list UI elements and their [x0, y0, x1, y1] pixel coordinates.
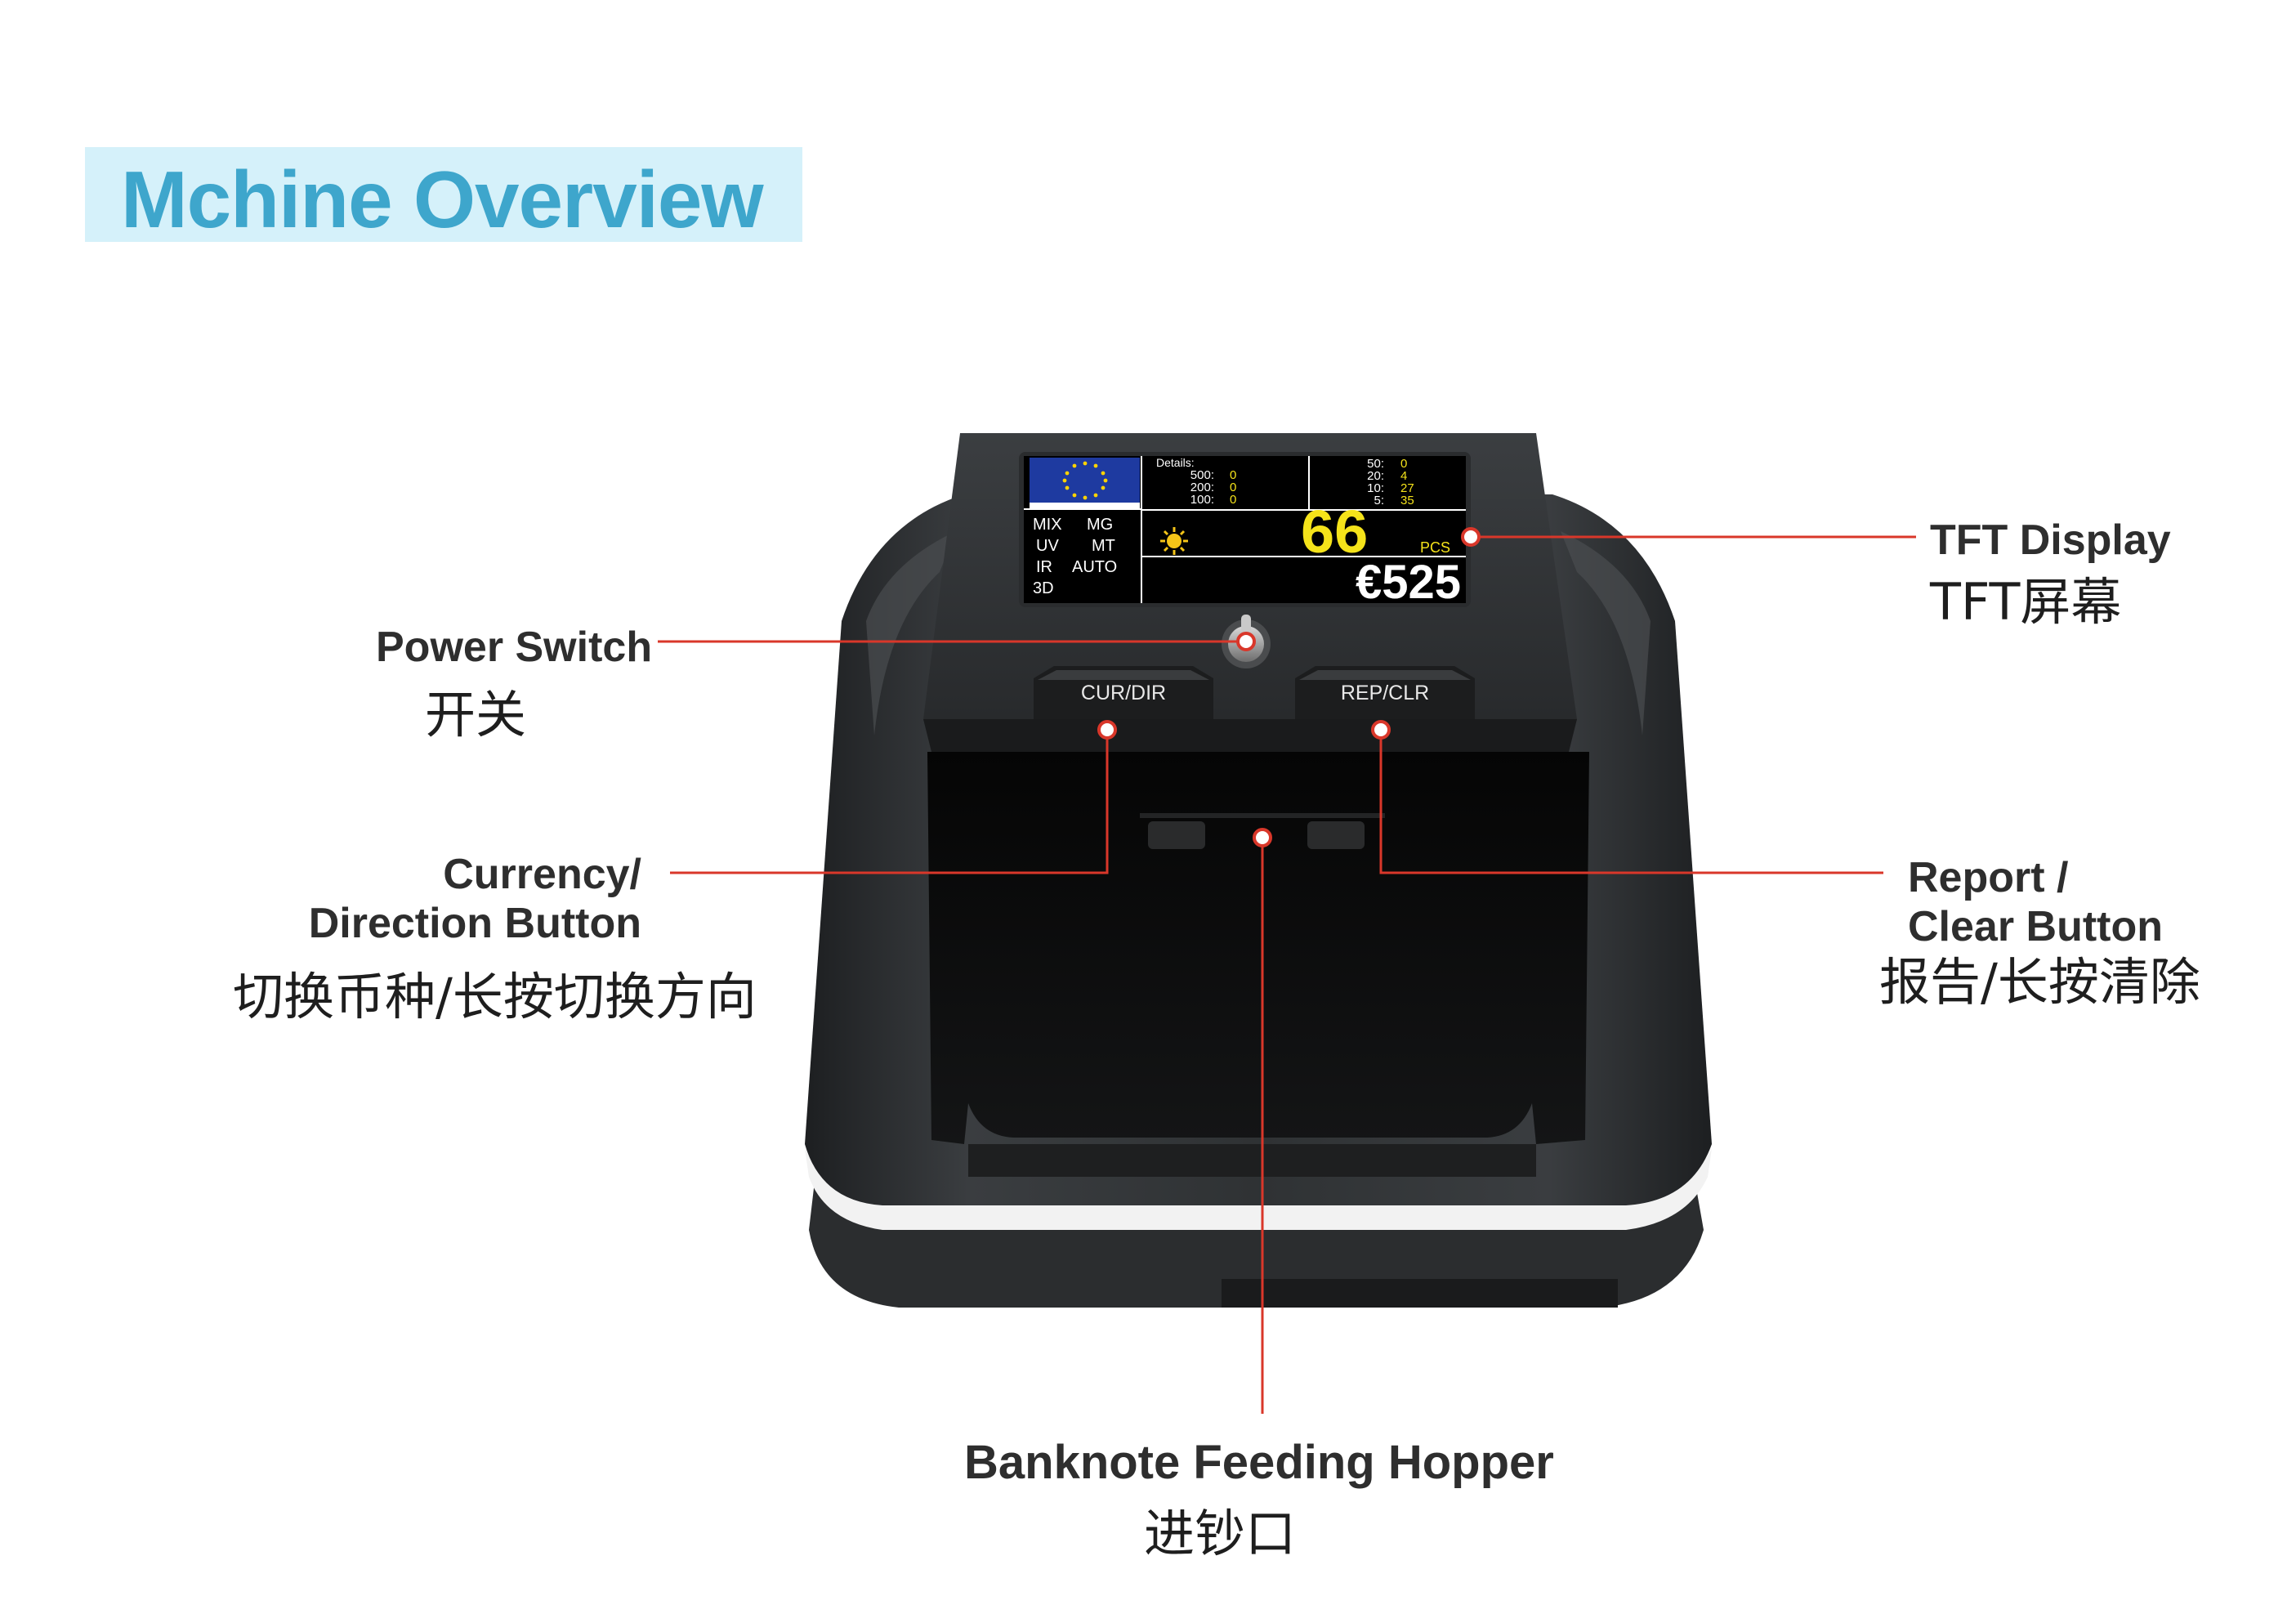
rep-clr-button-shape — [1295, 666, 1475, 719]
denom-value: 0 — [1230, 493, 1236, 507]
hopper-cavity — [927, 752, 1589, 1144]
power-switch-label: Power Switch — [376, 624, 653, 671]
currency-label-zh: 切换币种/长按切换方向 — [233, 967, 757, 1026]
denom-label: 20: — [1367, 469, 1384, 483]
report-label-line2: Clear Button — [1908, 903, 2163, 950]
total-amount: €525 — [1356, 556, 1461, 609]
power-switch-label-zh: 开关 — [425, 685, 527, 744]
currency-label-line1: Currency/ — [443, 851, 641, 898]
hopper-label-zh: 进钞口 — [1144, 1504, 1297, 1563]
mode-mt: MT — [1092, 537, 1115, 555]
page-title: Mchine Overview — [121, 154, 764, 244]
cur-dir-button-shape — [1034, 666, 1213, 719]
denom-value: 4 — [1400, 469, 1407, 483]
callout-dots — [1097, 527, 1481, 847]
rep-clr-button[interactable]: REP/CLR — [1341, 682, 1429, 704]
denom-value: 0 — [1230, 481, 1236, 494]
denom-label: 200: — [1190, 481, 1214, 494]
currency-label-line2: Direction Button — [308, 900, 641, 947]
cur-dir-button[interactable]: CUR/DIR — [1081, 682, 1166, 704]
callout-lines — [658, 535, 1916, 1414]
tft-display-label: TFT Display — [1930, 516, 2171, 564]
mode-ir: IR — [1036, 558, 1052, 576]
denom-value: 27 — [1400, 481, 1414, 495]
mode-mix: MIX — [1033, 516, 1062, 534]
report-label-line1: Report / — [1908, 854, 2069, 901]
mode-uv: UV — [1036, 537, 1059, 555]
mode-auto: AUTO — [1072, 558, 1117, 576]
mode-mg: MG — [1087, 516, 1113, 534]
counting-sun-icon — [1160, 527, 1188, 555]
title-banner: Mchine Overview — [85, 147, 802, 244]
piece-count-unit: PCS — [1420, 539, 1450, 556]
denom-label: 5: — [1374, 494, 1384, 507]
report-label-zh: 报告/长按清除 — [1879, 952, 2200, 1012]
tft-display-label-zh: TFT屏幕 — [1930, 572, 2122, 632]
denom-label: 100: — [1190, 493, 1214, 507]
tft-screen: Details: 500: 0 200: 0 100: 0 50: 0 20: … — [1019, 452, 1471, 609]
denom-label: 10: — [1367, 481, 1384, 495]
details-label: Details: — [1156, 456, 1195, 469]
eu-stars — [1062, 461, 1108, 500]
sensor-slots — [1140, 813, 1385, 849]
denom-value: 0 — [1400, 457, 1407, 471]
denom-label: 500: — [1190, 468, 1214, 482]
denom-label: 50: — [1367, 457, 1384, 471]
piece-count: 66 — [1301, 498, 1368, 566]
denom-value: 0 — [1230, 468, 1236, 482]
denom-value: 35 — [1400, 494, 1414, 507]
hopper-label: Banknote Feeding Hopper — [964, 1436, 1554, 1489]
mode-3d: 3D — [1033, 579, 1054, 597]
